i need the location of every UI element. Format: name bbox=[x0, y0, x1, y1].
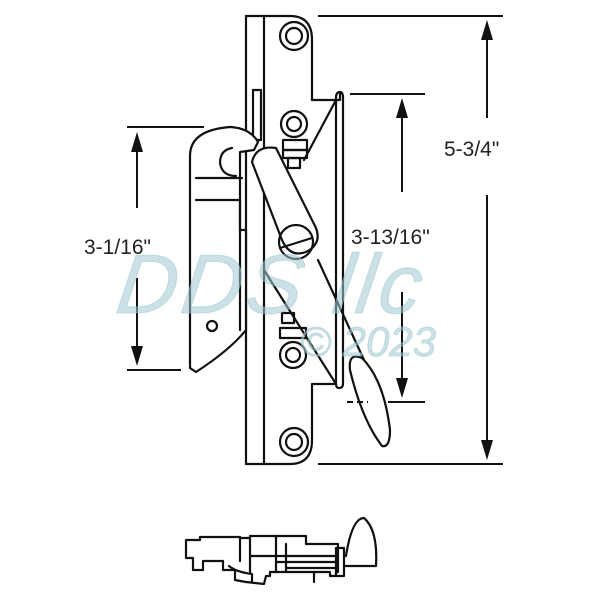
hook-height-label: 3-1/16" bbox=[84, 236, 151, 259]
lever-arm bbox=[250, 146, 319, 261]
screw-hole-lower-mid bbox=[278, 311, 308, 370]
latch-hook bbox=[188, 125, 260, 374]
screw-hole-bottom bbox=[278, 426, 310, 458]
screw-hole-top bbox=[278, 20, 310, 52]
mounting-plate bbox=[244, 14, 342, 466]
dimension-lever-height bbox=[347, 93, 425, 403]
dimension-overall-height bbox=[318, 15, 503, 465]
cam-guide bbox=[262, 90, 345, 390]
overall-height-label: 5-3/4" bbox=[444, 138, 500, 161]
side-profile-view bbox=[184, 516, 378, 586]
dimension-hook-height bbox=[127, 126, 204, 371]
thumb-handle bbox=[316, 258, 392, 448]
lever-height-label: 3-13/16" bbox=[351, 226, 430, 249]
